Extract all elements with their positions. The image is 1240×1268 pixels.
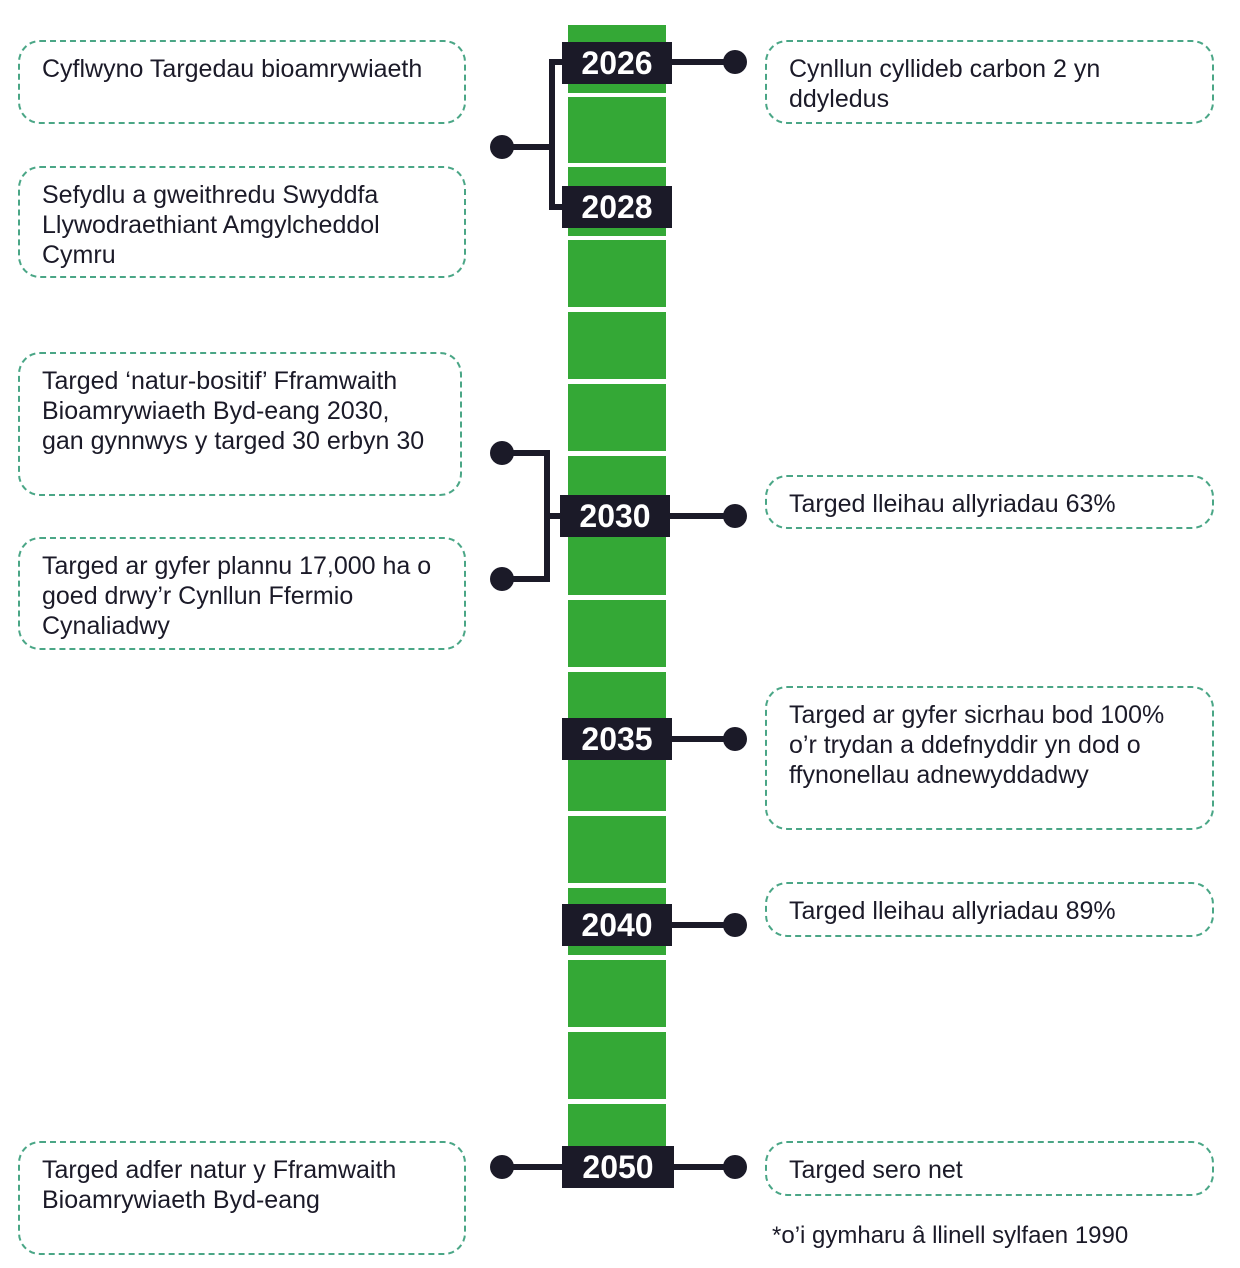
year-label-2030: 2030 — [560, 495, 670, 537]
year-label-2035: 2035 — [562, 718, 672, 760]
note-carbon-budget-2: Cynllun cyllideb carbon 2 yn ddyledus — [765, 40, 1214, 124]
dot-2026-right — [723, 50, 747, 74]
bar-segment — [568, 816, 666, 883]
dot-2050-left — [490, 1155, 514, 1179]
bar-segment — [568, 97, 666, 163]
dot-2030-left-bottom — [490, 567, 514, 591]
dot-2026-2028-left — [490, 135, 514, 159]
note-emissions-89: Targed lleihau allyriadau 89% — [765, 882, 1214, 937]
dot-2035-right — [723, 727, 747, 751]
dot-2040-right — [723, 913, 747, 937]
dot-2030-left-top — [490, 441, 514, 465]
bar-segment — [568, 1104, 666, 1154]
note-net-zero: Targed sero net — [765, 1141, 1214, 1196]
note-emissions-63: Targed lleihau allyriadau 63% — [765, 475, 1214, 529]
note-nature-positive-target: Targed ‘natur-bositif’ Fframwaith Bioamr… — [18, 352, 462, 496]
note-environmental-governance-office: Sefydlu a gweithredu Swyddfa Llywodraeth… — [18, 166, 466, 278]
year-label-2028: 2028 — [562, 186, 672, 228]
bar-segment — [568, 1032, 666, 1099]
year-label-2050: 2050 — [562, 1146, 674, 1188]
footnote: *o’i gymharu â llinell sylfaen 1990 — [772, 1222, 1129, 1249]
bar-segment — [568, 528, 666, 595]
dot-2030-right — [723, 504, 747, 528]
note-biodiversity-targets: Cyflwyno Targedau bioamrywiaeth — [18, 40, 466, 124]
note-nature-restoration-target: Targed adfer natur y Fframwaith Bioamryw… — [18, 1141, 466, 1255]
bar-segment — [568, 960, 666, 1027]
year-label-2040: 2040 — [562, 904, 672, 946]
connector-2030-left — [502, 450, 550, 582]
bar-segment — [568, 312, 666, 379]
note-renewable-electricity: Targed ar gyfer sicrhau bod 100% o’r try… — [765, 686, 1214, 830]
year-label-2026: 2026 — [562, 42, 672, 84]
dot-2050-right — [723, 1155, 747, 1179]
bar-segment — [568, 600, 666, 667]
connector-2026-2028-left — [549, 59, 562, 210]
note-tree-planting-target: Targed ar gyfer plannu 17,000 ha o goed … — [18, 537, 466, 650]
bar-segment — [568, 384, 666, 451]
bar-segment — [568, 240, 666, 307]
